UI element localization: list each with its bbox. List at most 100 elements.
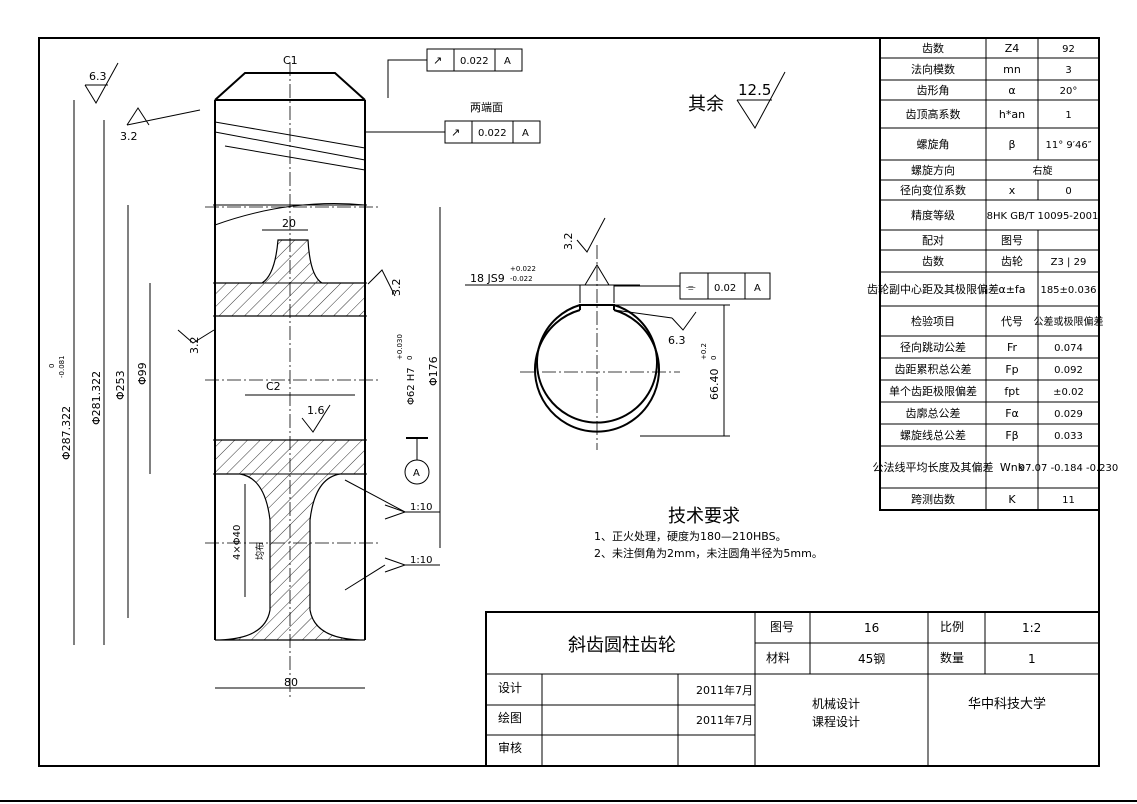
param-name: 齿廓总公差 [906, 406, 961, 420]
taper-mark-2: 1:10 [344, 555, 440, 591]
roughness-hub-mark: 1.6 [301, 404, 331, 433]
geo-tol-frame-top: ↗ 0.022 A [387, 48, 523, 98]
scale-value: 1:2 [1022, 621, 1041, 635]
param-code: Fβ [1005, 429, 1018, 442]
param-name: 法向模数 [911, 62, 955, 76]
symmetry-tol-frame: ⌯ 0.02 A [614, 272, 771, 300]
roughness-bore-left-mark: 3.2 [177, 329, 215, 355]
keyway-roughness-mark-2: 6.3 [613, 309, 697, 347]
draw-label: 绘图 [498, 710, 522, 725]
param-name: 螺旋方向 [911, 163, 955, 177]
param-code: mn [1003, 63, 1021, 76]
dim-holes-note: 均布 [254, 542, 266, 560]
param-name: 检验项目 [911, 314, 955, 328]
upper-web-section [214, 239, 366, 317]
keyway-roughness-mark: 3.2 [562, 217, 606, 253]
drawing-no-value: 16 [864, 621, 879, 635]
param-value: 0 [1065, 186, 1071, 197]
param-name: 齿数 [922, 42, 944, 55]
param-code: 齿轮 [1001, 254, 1023, 268]
dim-od-tol-lower: -0.081 [58, 355, 66, 378]
title-block: 斜齿圆柱齿轮 图号 16 比例 1:2 材料 45钢 数量 1 设计 2011年… [485, 611, 1100, 767]
svg-text:3.2: 3.2 [390, 279, 403, 297]
param-value: 1 [1065, 110, 1071, 121]
taper-mark-1: 1:10 [344, 479, 440, 520]
svg-text:3.2: 3.2 [120, 130, 138, 143]
chamfer-top-label: C1 [283, 54, 298, 67]
param-value: 92 [1062, 44, 1075, 55]
param-code: fpt [1004, 385, 1020, 398]
keyway-tol-upper: +0.022 [510, 265, 536, 273]
keyway-view: 18 JS9 +0.022 -0.022 3.2 ⌯ 0.02 A 6.3 [465, 217, 771, 450]
svg-text:↗: ↗ [433, 54, 442, 67]
svg-text:12.5: 12.5 [738, 81, 771, 99]
svg-text:0.022: 0.022 [478, 128, 507, 139]
roughness-web-mark: 3.2 [367, 269, 403, 297]
param-value: 11° 9′46″ [1046, 140, 1092, 151]
param-code: h*an [999, 108, 1025, 121]
dim-holes-label: 4×Φ40 [232, 525, 243, 560]
geo-tol-frame-end: ↗ 0.022 A [365, 120, 541, 144]
param-value: ±0.02 [1053, 387, 1084, 398]
param-name: 齿数 [922, 255, 944, 268]
keyway-width-label: 18 JS9 [470, 272, 505, 285]
qty-value: 1 [1028, 652, 1036, 666]
svg-text:A: A [522, 128, 529, 139]
scale-label: 比例 [940, 620, 964, 634]
datum-a-symbol: A [404, 437, 430, 485]
param-code: Wnk [1000, 461, 1025, 474]
design-date: 2011年7月 [696, 683, 753, 697]
dim-web-label: 20 [282, 217, 296, 230]
param-value: Z3 | 29 [1051, 257, 1087, 268]
keyway-depth-label: 66.40 [708, 369, 721, 401]
param-name: 齿形角 [917, 84, 950, 97]
param-value: 185±0.036 [1040, 285, 1096, 296]
school-name: 华中科技大学 [968, 696, 1046, 712]
qty-label: 数量 [940, 650, 964, 665]
param-value: 0.029 [1054, 409, 1083, 420]
dim-176-label: Φ176 [427, 356, 440, 386]
param-value: 右旋 [1033, 164, 1053, 177]
tech-req-item-1: 1、正火处理，硬度为180—210HBS。 [594, 529, 787, 543]
both-ends-label: 两端面 [470, 101, 503, 114]
param-name: 齿轮副中心距及其极限偏差 [867, 282, 999, 296]
material-value: 45钢 [858, 652, 885, 666]
svg-text:0.022: 0.022 [460, 56, 489, 67]
drawing-no-label: 图号 [770, 620, 794, 634]
param-name: 径向变位系数 [900, 183, 966, 197]
param-code: x [1009, 184, 1016, 197]
param-code: Fp [1005, 363, 1018, 376]
svg-text:0.02: 0.02 [714, 283, 736, 294]
param-code: Z4 [1005, 42, 1020, 55]
lower-hub-section [214, 439, 366, 641]
param-code: α [1008, 84, 1015, 97]
param-value: 3 [1065, 65, 1071, 76]
svg-text:其余: 其余 [688, 94, 724, 115]
chamfer-hub-label: C2 [266, 380, 281, 393]
dim-bore-tol-lower: 0 [406, 356, 414, 360]
param-name: 螺旋角 [917, 137, 950, 151]
param-code: Fα [1005, 407, 1019, 420]
svg-text:A: A [413, 468, 420, 479]
rest-roughness-note: 其余 12.5 [688, 71, 786, 129]
svg-text:1:10: 1:10 [410, 555, 432, 566]
dim-width-label: 80 [284, 676, 298, 689]
keyway-depth-tol-lower: 0 [710, 356, 718, 360]
tech-req-item-2: 2、未注倒角为2mm，未注圆角半径为5mm。 [594, 546, 823, 560]
svg-text:A: A [504, 56, 511, 67]
svg-text:3.2: 3.2 [188, 337, 201, 355]
dim-od-tol-upper: 0 [48, 364, 56, 368]
draw-date: 2011年7月 [696, 713, 753, 727]
svg-text:3.2: 3.2 [562, 233, 575, 251]
param-value: 0.092 [1054, 365, 1083, 376]
param-code: β [1008, 138, 1015, 151]
tech-req-title: 技术要求 [668, 506, 740, 527]
param-name: 齿距累积总公差 [895, 362, 972, 376]
param-name: 精度等级 [911, 208, 955, 222]
dim-od-label: Φ287.322 [60, 406, 73, 460]
material-label: 材料 [766, 651, 790, 665]
param-value: 11 [1062, 495, 1075, 506]
svg-text:⌯: ⌯ [686, 280, 696, 294]
svg-text:6.3: 6.3 [668, 334, 686, 347]
